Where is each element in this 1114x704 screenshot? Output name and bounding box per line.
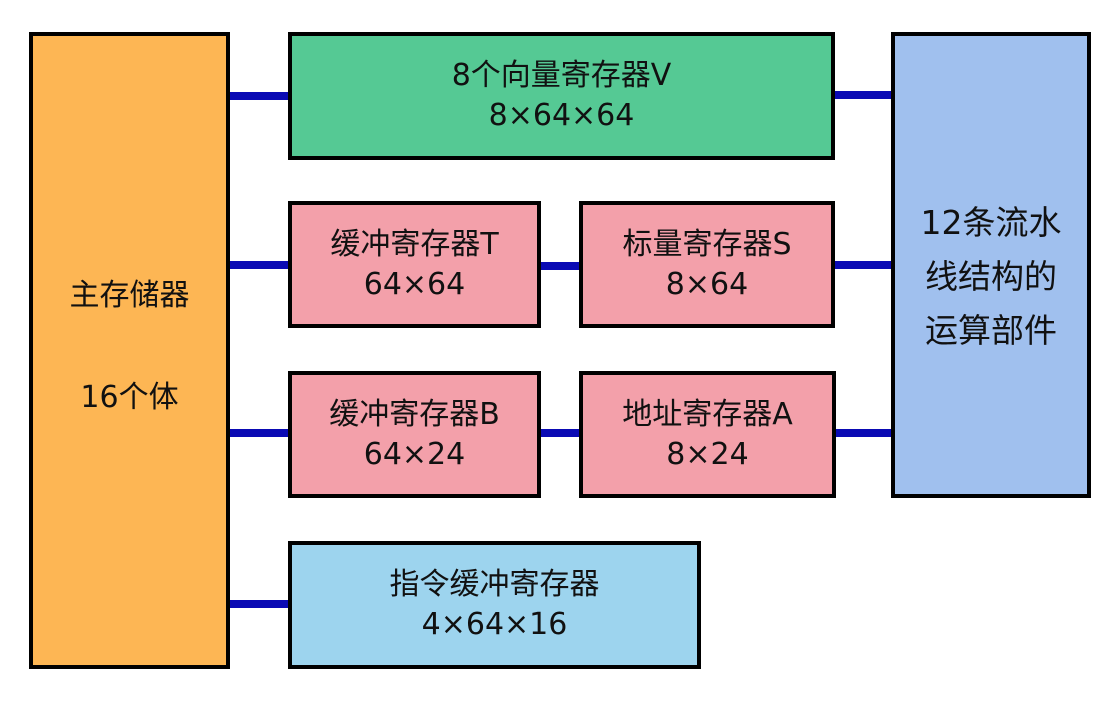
connector-memory-to-buffer-b [229, 429, 289, 437]
connector-memory-to-buffer-t [229, 261, 289, 269]
connector-vector-to-pipeline [834, 91, 892, 99]
pipeline-unit-line-1: 12条流水 [920, 203, 1062, 242]
address-register-name: 地址寄存器A [622, 396, 793, 432]
connector-memory-to-vector [229, 92, 289, 100]
buffer-register-b-name: 缓冲寄存器B [329, 396, 500, 432]
scalar-register-name: 标量寄存器S [622, 226, 792, 262]
pipeline-unit-box: 12条流水 线结构的 运算部件 [891, 32, 1091, 498]
pipeline-unit-line-3: 运算部件 [925, 311, 1057, 350]
instruction-buffer-box: 指令缓冲寄存器 4×64×16 [288, 541, 701, 669]
connector-buffer-t-to-scalar [540, 262, 580, 270]
pipeline-unit-line-2: 线结构的 [925, 257, 1057, 296]
connector-buffer-b-to-address [540, 429, 580, 437]
buffer-register-t-size: 64×64 [363, 266, 466, 302]
vector-register-size: 8×64×64 [488, 98, 635, 133]
scalar-register-size: 8×64 [665, 266, 749, 302]
connector-scalar-to-pipeline [834, 261, 892, 269]
instruction-buffer-size: 4×64×16 [421, 607, 568, 642]
vector-register-box: 8个向量寄存器V 8×64×64 [288, 32, 835, 160]
address-register-box: 地址寄存器A 8×24 [579, 371, 836, 498]
buffer-register-t-box: 缓冲寄存器T 64×64 [288, 201, 541, 328]
main-memory-box: 主存储器 16个体 [29, 32, 230, 669]
connector-address-to-pipeline [835, 429, 892, 437]
address-register-size: 8×24 [666, 436, 749, 472]
buffer-register-t-name: 缓冲寄存器T [330, 226, 499, 262]
vector-register-name: 8个向量寄存器V [451, 58, 672, 93]
buffer-register-b-size: 64×24 [363, 436, 466, 472]
main-memory-subtitle: 16个体 [80, 380, 179, 415]
connector-memory-to-instruction-buffer [229, 600, 289, 608]
scalar-register-box: 标量寄存器S 8×64 [579, 201, 835, 328]
instruction-buffer-name: 指令缓冲寄存器 [389, 567, 600, 602]
buffer-register-b-box: 缓冲寄存器B 64×24 [288, 371, 541, 498]
main-memory-title: 主存储器 [69, 278, 190, 313]
